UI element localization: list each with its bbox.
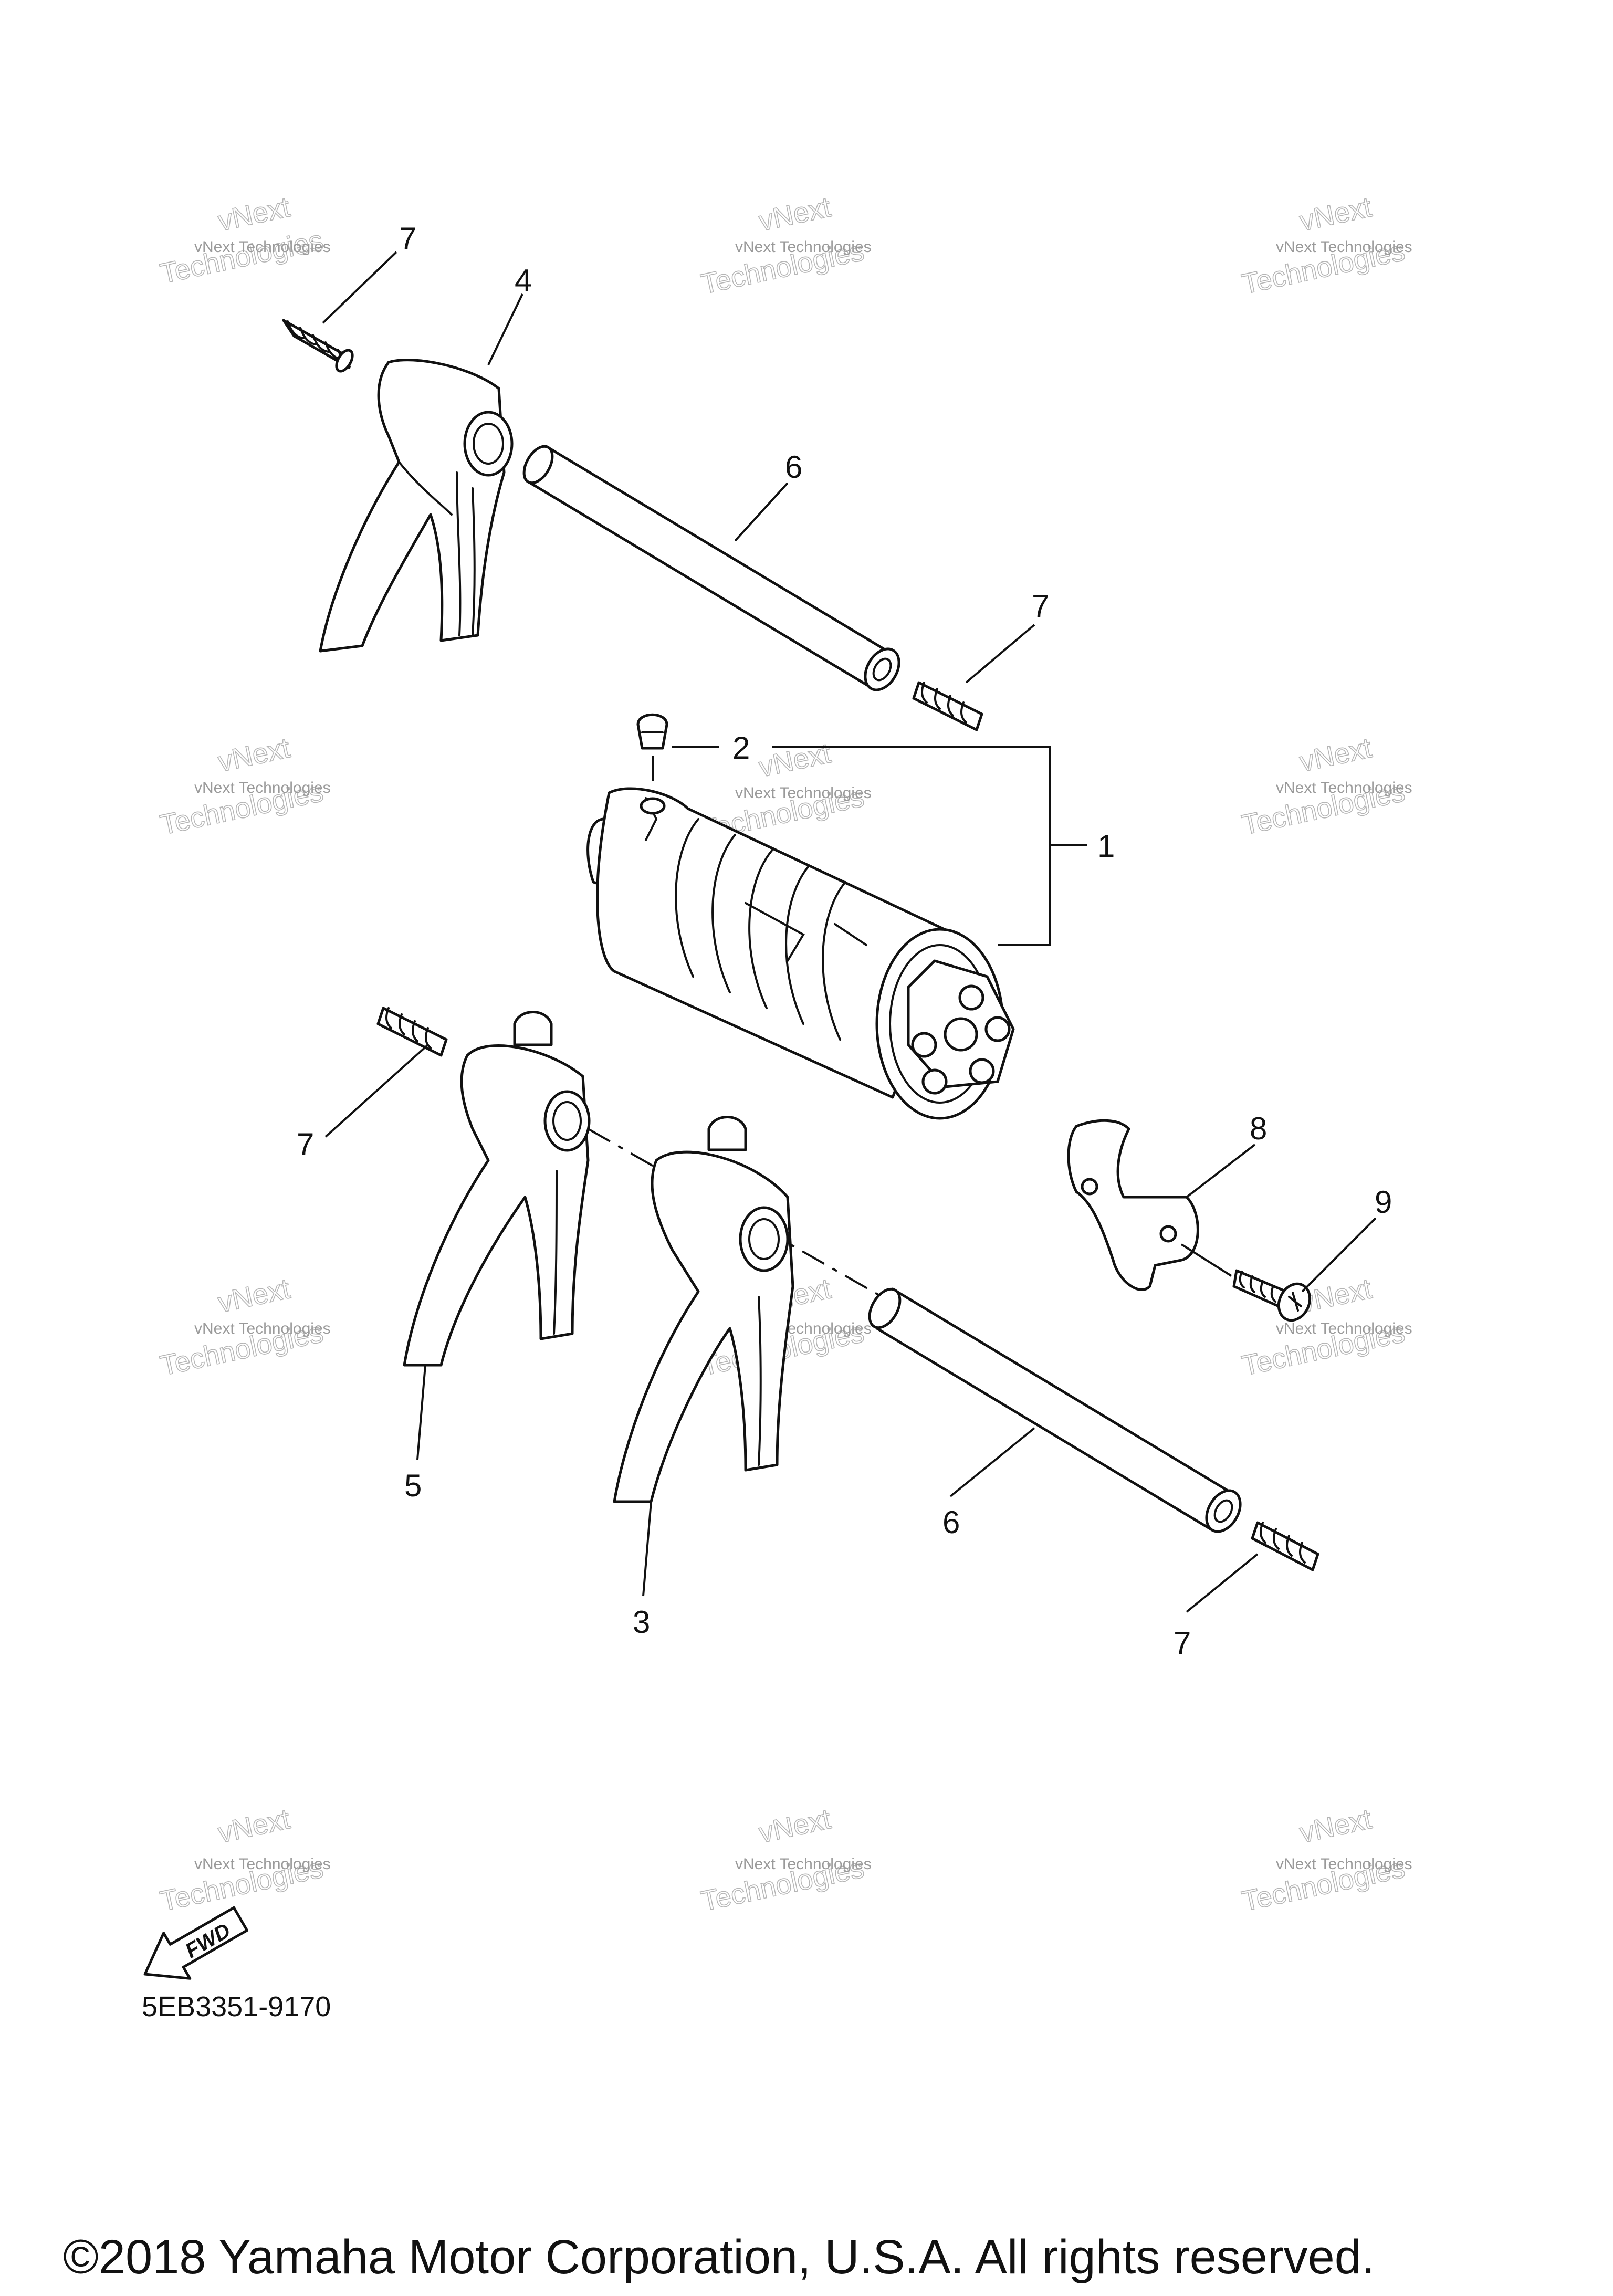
callout-7-upper-right: 7 <box>1032 589 1049 624</box>
watermark-bottom-center: Technologies vNext vNext Technologies <box>698 1803 872 1918</box>
watermark-text: vNext <box>215 1803 293 1849</box>
callout-1: 1 <box>1097 829 1115 864</box>
spring-7-top-left <box>282 319 354 373</box>
shift-fork-5 <box>403 1011 591 1367</box>
watermark-text: vNext <box>756 191 834 237</box>
callout-2: 2 <box>732 730 750 766</box>
watermark-bottom-right: Technologies vNext vNext Technologies <box>1239 1803 1412 1918</box>
fwd-arrow-icon: FWD <box>143 1906 248 1980</box>
watermark-top-left: Technologies vNext vNext Technologies <box>157 191 331 290</box>
watermark-text: vNext <box>215 191 293 237</box>
watermark-text: vNext Technologies <box>194 779 331 796</box>
watermark-text: vNext <box>1297 732 1375 778</box>
screw-9 <box>1232 1269 1312 1322</box>
watermark-low-left: Technologies vNext vNext Technologies <box>157 1273 331 1382</box>
screw-alignment-line <box>1180 1243 1232 1277</box>
callout-6-upper: 6 <box>785 449 802 485</box>
watermark-text: vNext Technologies <box>1276 1855 1412 1873</box>
watermark-bottom-left: Technologies vNext vNext Technologies <box>157 1803 331 1918</box>
leader-lines <box>322 251 1377 1613</box>
shift-fork-guide-bar-6-upper <box>522 445 900 691</box>
watermark-text: Technologies <box>158 225 326 290</box>
callout-9: 9 <box>1375 1184 1392 1220</box>
shift-fork-3 <box>613 1116 794 1503</box>
watermark-text: vNext Technologies <box>735 1855 872 1873</box>
watermark-text: vNext <box>756 1803 834 1849</box>
callout-8: 8 <box>1250 1111 1267 1146</box>
watermark-mid-right: Technologies vNext vNext Technologies <box>1239 732 1412 842</box>
watermark-text: vNext <box>1297 191 1375 237</box>
watermark-text: vNext <box>215 1273 293 1318</box>
shift-fork-4 <box>319 359 514 653</box>
watermark-mid-left: Technologies vNext vNext Technologies <box>157 732 331 842</box>
callout-7-lower-right: 7 <box>1174 1626 1191 1661</box>
watermark-text: vNext Technologies <box>194 238 331 256</box>
callout-7-middle-left: 7 <box>297 1127 314 1162</box>
copyright-notice: ©2018 Yamaha Motor Corporation, U.S.A. A… <box>63 2230 1375 2284</box>
callout-6-lower: 6 <box>942 1505 960 1540</box>
watermark-text: vNext <box>1297 1803 1375 1849</box>
callout-4: 4 <box>515 263 532 298</box>
spring-7-middle-left <box>376 1007 448 1057</box>
shift-fork-guide-bar-6-lower <box>868 1287 1242 1533</box>
watermark-text: vNext <box>756 737 834 783</box>
watermark-text: vNext Technologies <box>1276 1320 1412 1337</box>
spring-7-upper-right <box>912 681 983 731</box>
watermark-text: vNext Technologies <box>1276 238 1412 256</box>
watermark-top-right: Technologies vNext vNext Technologies <box>1239 191 1412 301</box>
watermark-top-center: Technologies vNext vNext Technologies <box>698 191 872 301</box>
stopper-plate-8 <box>1067 1119 1199 1291</box>
watermark-text: vNext Technologies <box>194 1855 331 1873</box>
spring-7-lower-right <box>1251 1521 1319 1571</box>
watermark-text: vNext Technologies <box>1276 779 1412 796</box>
dowel-pin-2 <box>636 713 668 750</box>
watermark-text: vNext Technologies <box>735 784 872 802</box>
shift-drum-assembly-1 <box>586 787 1015 1120</box>
callout-5: 5 <box>404 1468 422 1503</box>
callout-7-top-left: 7 <box>399 221 416 256</box>
diagram-code: 5EB3351-9170 <box>142 1991 331 2022</box>
watermark-text: vNext Technologies <box>735 238 872 256</box>
callout-3: 3 <box>633 1605 650 1640</box>
watermark-text: vNext Technologies <box>194 1320 331 1337</box>
watermark-text: vNext <box>215 732 293 778</box>
